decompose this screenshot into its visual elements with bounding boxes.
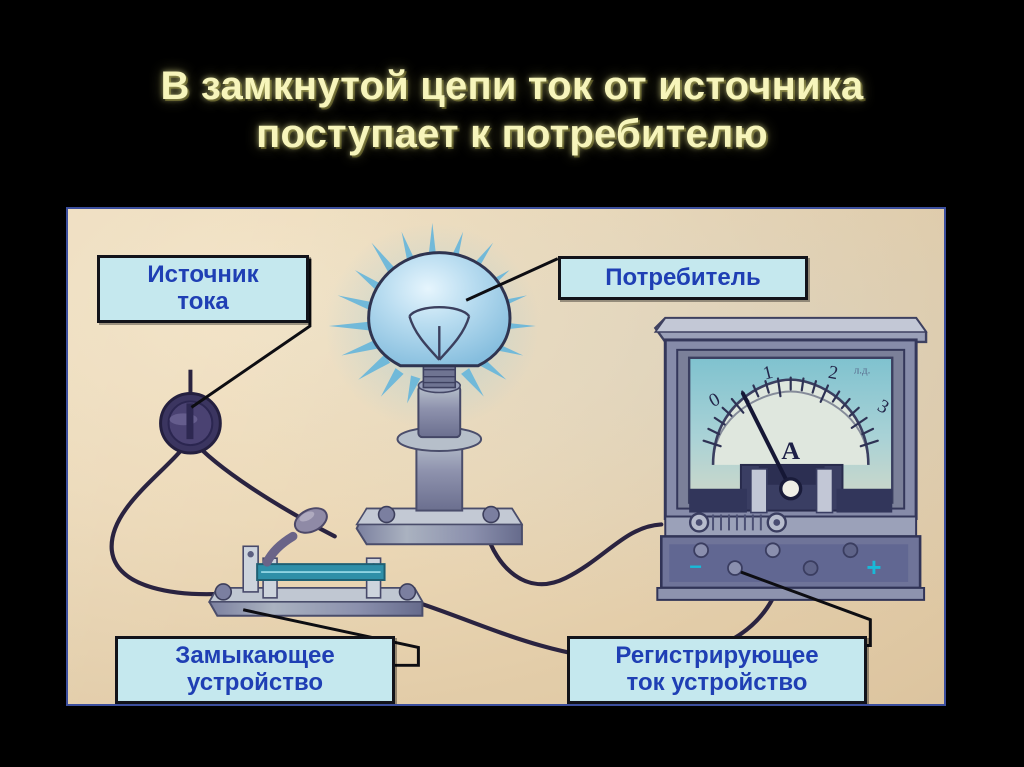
leader-lines (190, 257, 872, 667)
ammeter-terminal-plus: + (866, 554, 881, 582)
lamp-filament (408, 306, 471, 361)
page-title: В замкнутой цепи ток от источника поступ… (160, 64, 864, 156)
callout-load[interactable]: Потребитель (558, 256, 808, 300)
lamp-stand (355, 362, 524, 546)
switch-handle (262, 531, 298, 567)
circuit-illustration: л.д. (109, 222, 928, 667)
circuit-photo-panel: л.д. (66, 207, 946, 706)
source-post (186, 403, 194, 440)
ammeter-corner-mark: л.д. (854, 365, 871, 377)
callout-meter[interactable]: Регистрирующее ток устройство (567, 636, 867, 704)
ammeter-ticks (702, 376, 879, 448)
leader-load (465, 257, 559, 302)
ammeter-unit-symbol: A (781, 436, 800, 465)
callout-switch-label: Замыкающее устройство (175, 642, 335, 696)
ammeter-binding-posts (688, 512, 787, 533)
ammeter-pivot (779, 477, 803, 501)
lamp-assembly (324, 222, 540, 546)
callout-meter-label: Регистрирующее ток устройство (615, 642, 819, 696)
current-source (159, 369, 222, 455)
lamp-screw-base (422, 362, 457, 389)
callout-source[interactable]: Источник тока (97, 255, 309, 323)
ammeter-needle (740, 391, 793, 491)
wire-lamp-to-ammeter (484, 522, 664, 587)
ammeter-terminal-minus: − (689, 554, 702, 579)
switch-assembly (207, 507, 424, 617)
switch-terminal-left (214, 583, 233, 601)
wire-source-to-switch (109, 437, 238, 597)
ammeter-assembly: л.д. (653, 316, 928, 601)
leader-source (190, 258, 312, 409)
lamp-terminal-left (377, 505, 396, 524)
lamp-socket (417, 384, 462, 439)
callout-source-label: Источник тока (147, 261, 259, 315)
switch-terminal-right (398, 583, 417, 601)
lamp-terminal-right (482, 505, 500, 524)
callout-switch[interactable]: Замыкающее устройство (115, 636, 395, 704)
ammeter-tick-2: 2 (827, 362, 840, 384)
callout-load-label: Потребитель (605, 263, 761, 291)
